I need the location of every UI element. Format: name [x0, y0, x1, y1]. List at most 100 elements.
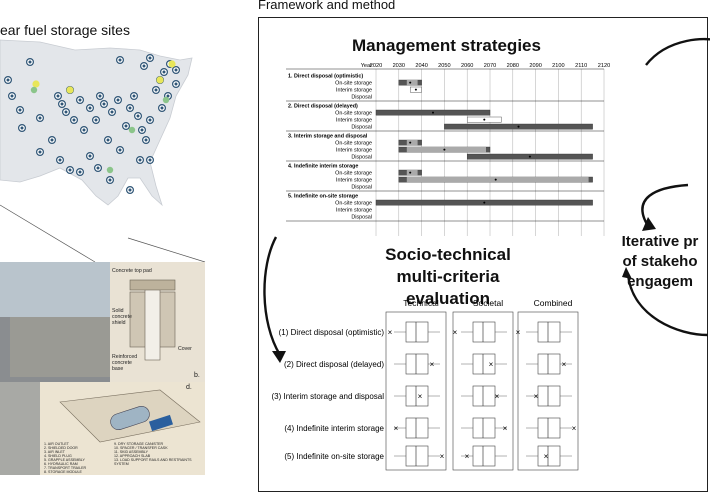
site-marker-center: [106, 138, 110, 142]
year-tick-label: 2100: [552, 63, 564, 69]
strategy-bar-light: [406, 140, 418, 146]
box: [537, 353, 561, 375]
callout-label: Reinforced concrete base: [112, 354, 138, 372]
year-tick-label: 2110: [575, 63, 587, 69]
site-marker-center: [154, 88, 158, 92]
box: [405, 321, 429, 343]
box: [537, 321, 561, 343]
arrowhead: [622, 267, 632, 279]
us-map: [0, 39, 206, 263]
arrowhead: [272, 351, 286, 363]
arrowhead: [642, 217, 656, 231]
site-marker-center: [148, 118, 152, 122]
evaluation-row-label: (4) Indefinite interim storage: [284, 424, 384, 433]
site-marker-center: [60, 102, 64, 106]
criteria-column-frame: [517, 311, 579, 471]
cask-pad: [10, 317, 110, 377]
evaluation-row-label: (2) Direct disposal (delayed): [284, 360, 384, 369]
cask-legend-item: 2. SHIELDED DOOR: [44, 446, 78, 450]
cask-legend-item: 4. SHIELD PLUG: [44, 454, 72, 458]
mean-marker: ×: [394, 424, 399, 433]
bar-marker: [414, 88, 417, 91]
criteria-header: Societal: [473, 298, 503, 308]
socio-title-line2: multi-criteria evaluation: [396, 267, 500, 308]
site-marker-center: [128, 106, 132, 110]
callout-label: Solid concrete shield: [112, 308, 132, 326]
mean-marker: ×: [440, 452, 445, 461]
site-marker-center: [94, 118, 98, 122]
bar-marker: [528, 155, 531, 158]
callout-label: Cover: [178, 346, 192, 352]
strategy-row-label: On-site storage: [335, 80, 372, 86]
strategy-row-label: On-site storage: [335, 110, 372, 116]
strategy-title: 3. Interim storage and disposal: [288, 134, 368, 140]
iter-line3: engagem: [627, 273, 693, 290]
curved-arrow-left: [263, 236, 282, 356]
mean-marker: ×: [503, 424, 508, 433]
year-tick-label: 2040: [415, 63, 427, 69]
evaluation-row-label: (1) Direct disposal (optimistic): [279, 328, 385, 337]
site-marker-center: [118, 148, 122, 152]
site-marker-highlight: [32, 80, 40, 88]
strategy-row-label: Interim storage: [336, 117, 372, 123]
box: [472, 353, 496, 375]
cask-legend-item: 9. DRY STORAGE CANISTER: [114, 442, 164, 446]
site-marker-center: [110, 110, 114, 114]
box: [537, 445, 561, 467]
cycle-arc-top: [645, 37, 710, 66]
strategy-row-label: On-site storage: [335, 200, 372, 206]
strategy-title: 5. Indefinite on-site storage: [288, 194, 358, 200]
site-marker-green: [128, 126, 136, 134]
box: [405, 417, 429, 439]
year-tick-label: 2070: [484, 63, 496, 69]
cask-legend-item: 12. APPROACH SLAB: [114, 454, 151, 458]
year-tick-label: 2050: [438, 63, 450, 69]
strategy-title: 1. Direct disposal (optimistic): [288, 74, 363, 80]
iter-line1: Iterative pr: [621, 233, 699, 250]
site-marker-center: [96, 166, 100, 170]
site-marker-highlight: [66, 86, 74, 94]
site-marker-center: [128, 188, 132, 192]
bar-marker: [432, 111, 434, 114]
strategy-row-label: Interim storage: [336, 207, 372, 213]
site-marker-center: [28, 60, 32, 64]
strategy-row-label: Disposal: [351, 124, 372, 130]
cycle-arc-bottom: [626, 274, 709, 337]
site-marker-center: [10, 94, 14, 98]
site-marker-highlight: [168, 60, 176, 68]
strategy-row-label: Interim storage: [336, 147, 372, 153]
strategy-row-label: Interim storage: [336, 177, 372, 183]
site-marker-green: [30, 86, 38, 94]
site-marker-center: [162, 70, 166, 74]
year-tick-label: 2090: [529, 63, 541, 69]
site-marker-center: [148, 158, 152, 162]
site-marker-center: [138, 158, 142, 162]
bar-marker: [409, 81, 412, 84]
box: [472, 385, 496, 407]
site-marker-center: [108, 178, 112, 182]
mean-marker: ×: [453, 328, 458, 337]
year-tick-label: 2020: [370, 63, 382, 69]
site-marker-center: [88, 154, 92, 158]
panel-label: b.: [194, 372, 200, 379]
mean-marker: ×: [495, 392, 500, 401]
strategy-row-label: Interim storage: [336, 87, 372, 93]
map-callout-line: [127, 237, 206, 263]
site-marker-center: [144, 138, 148, 142]
cask-legend-item: 6. HYDRAULIC RAM: [44, 462, 78, 466]
mean-marker: ×: [572, 424, 577, 433]
mean-marker: ×: [562, 360, 567, 369]
mean-marker: ×: [465, 452, 470, 461]
year-axis-label: Year: [361, 63, 372, 69]
bar-marker: [483, 118, 486, 121]
site-marker-center: [142, 64, 146, 68]
cycle-arc-mid: [641, 183, 689, 230]
site-marker-green: [106, 166, 114, 174]
strategy-title: 4. Indefinite interim storage: [288, 164, 358, 170]
strategy-bar-light: [406, 170, 418, 176]
left-panel-title: ear fuel storage sites: [0, 22, 130, 38]
bar-marker: [517, 125, 520, 128]
